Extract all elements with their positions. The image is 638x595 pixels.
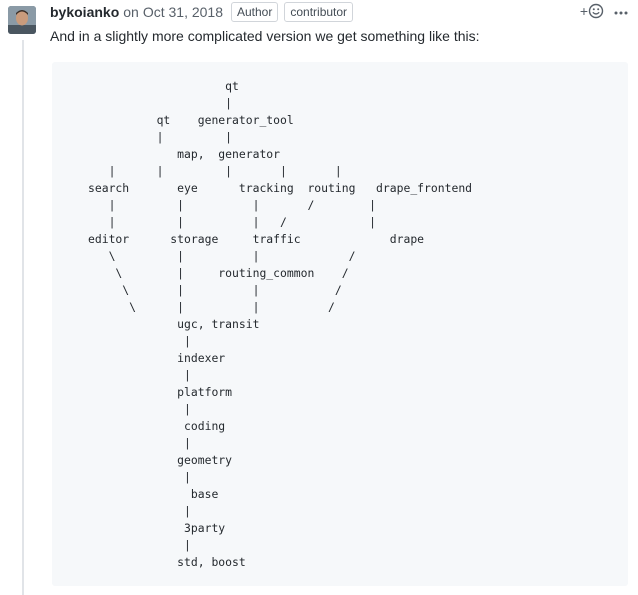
author-link[interactable]: bykoianko — [50, 4, 120, 20]
comment-header: bykoianko on Oct 31, 2018 Author contrib… — [50, 0, 638, 24]
kebab-horizontal-icon — [614, 11, 628, 15]
comment-actions: + — [580, 3, 628, 19]
avatar[interactable] — [8, 6, 36, 34]
timeline-line — [22, 40, 24, 595]
more-options-button[interactable] — [614, 6, 628, 16]
avatar-image — [8, 6, 36, 34]
comment-body-text: And in a slightly more complicated versi… — [50, 28, 480, 44]
add-reaction-button[interactable]: + — [580, 3, 604, 19]
reaction-plus: + — [579, 3, 588, 19]
code-block: qt | qt generator_tool | | map, generato… — [52, 62, 628, 586]
smiley-icon — [588, 3, 604, 19]
on-label: on — [123, 4, 139, 20]
contributor-badge: contributor — [284, 2, 354, 22]
timestamp-link[interactable]: Oct 31, 2018 — [142, 4, 223, 20]
author-badge: Author — [231, 2, 279, 22]
